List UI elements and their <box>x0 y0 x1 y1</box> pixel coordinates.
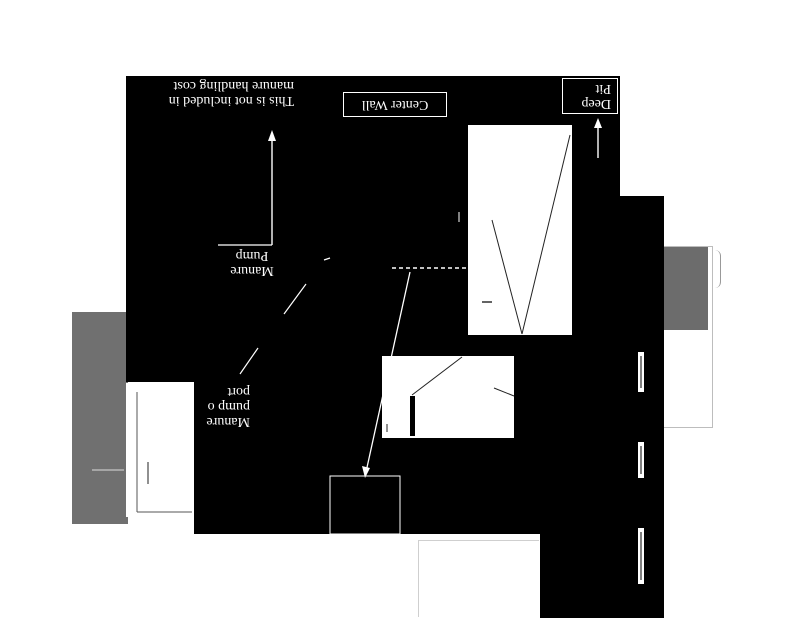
diagonal-line-left <box>283 283 307 315</box>
note-line1: This is not included in <box>168 93 294 108</box>
white-panel-upper-right <box>468 125 572 335</box>
deep-pit-arrow-head <box>594 118 602 128</box>
bottom-box <box>329 475 401 535</box>
pump-arrow-head <box>268 130 276 141</box>
faint-outline-bottom <box>418 540 539 617</box>
manure-pump-port-line3: port <box>227 384 250 399</box>
long-arrow-line <box>365 271 411 473</box>
middle-right-line <box>493 387 515 397</box>
deep-pit-line2: Pit <box>595 81 611 96</box>
long-arrow-head <box>362 466 370 478</box>
v-line-right <box>521 134 571 335</box>
manure-pump-port-line2: pump o <box>207 399 250 414</box>
center-wall-label: Center Wall <box>343 92 447 117</box>
small-dash-center <box>323 257 331 261</box>
right-outline-box <box>662 246 713 428</box>
manure-pump-line1: Manure <box>230 263 274 278</box>
manure-pump-port-line1: Manure <box>206 414 250 429</box>
middle-bar <box>410 396 415 436</box>
gray-patch-right <box>662 246 708 330</box>
note-label: This is not included in manure handling … <box>126 78 294 108</box>
note-line2: manure handling cost <box>173 78 294 93</box>
gray-patch-left <box>72 312 128 524</box>
diagonal-line-lower <box>239 347 259 375</box>
manure-pump-label: Manure Pump <box>224 248 280 278</box>
middle-diag <box>411 356 463 396</box>
right-brace <box>710 250 721 288</box>
manure-pump-port-label: Manure pump o port <box>196 384 250 429</box>
v-line-left <box>491 219 523 335</box>
deep-pit-line1: Deep <box>581 96 611 111</box>
white-panel-middle <box>382 356 514 438</box>
deep-pit-label: Deep Pit <box>562 78 618 114</box>
manure-pump-line2: Pump <box>235 248 269 263</box>
